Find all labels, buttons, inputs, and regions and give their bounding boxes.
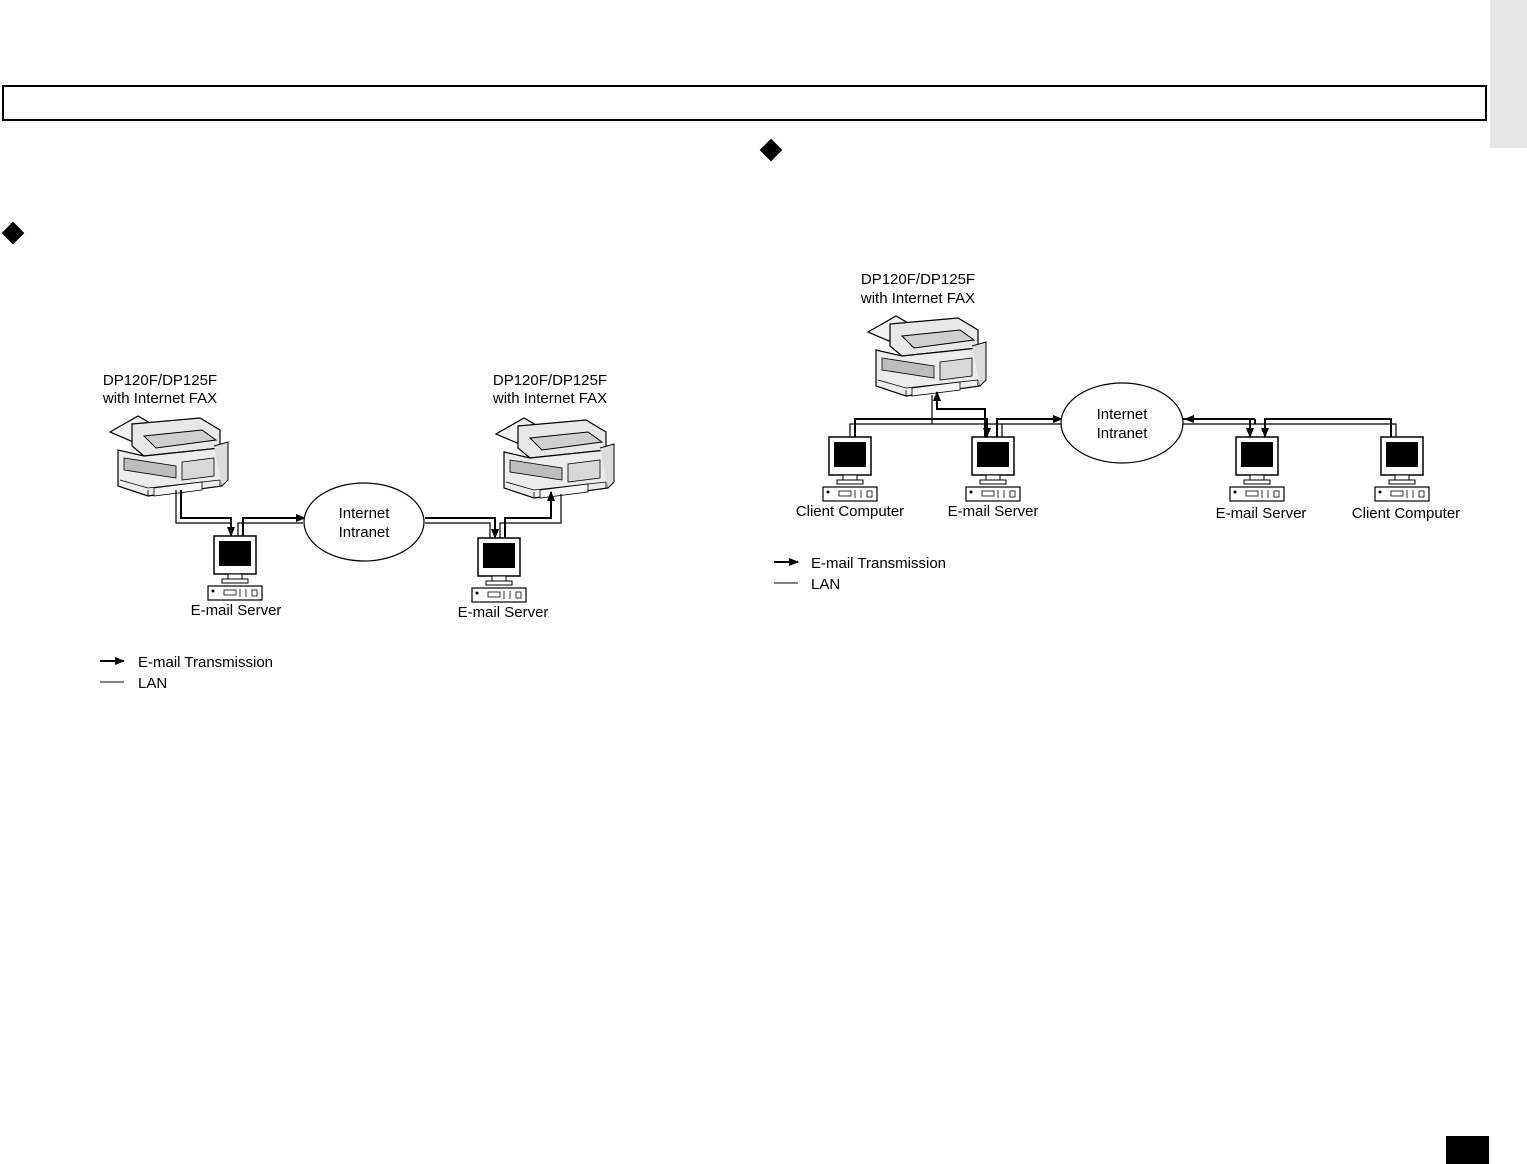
legend-lan-label: LAN (811, 576, 840, 593)
transmission-arrow (933, 391, 986, 437)
fax-right-label: DP120F/DP125F (493, 372, 607, 389)
server-left-label: E-mail Server (948, 503, 1039, 520)
transmission-arrow (242, 514, 306, 536)
page-number-box (1446, 1136, 1489, 1164)
computer-icon (471, 537, 527, 603)
server-right-label: E-mail Server (1216, 505, 1307, 522)
lan-line (1001, 423, 1062, 437)
legend-transmission-label: E-mail Transmission (811, 555, 946, 572)
fax-left-sublabel: with Internet FAX (102, 390, 217, 407)
cloud-label-line2: Intranet (339, 524, 391, 541)
fax-right-sublabel: with Internet FAX (492, 390, 607, 407)
computer-icon (965, 436, 1021, 502)
section-header-box (2, 85, 1487, 121)
fax-label: DP120F/DP125F (861, 271, 975, 288)
cloud-label-line1: Internet (339, 505, 391, 522)
legend-lan-label: LAN (138, 675, 167, 692)
fax-machine-icon (867, 315, 987, 397)
computer-icon (207, 535, 263, 601)
client-right-label: Client Computer (1352, 505, 1460, 522)
client-left-label: Client Computer (796, 503, 904, 520)
legend-transmission-label: E-mail Transmission (138, 654, 273, 671)
cloud-label-line2: Intranet (1097, 425, 1149, 442)
computer-icon (1374, 436, 1430, 502)
transmission-arrow (180, 490, 235, 537)
lan-line (849, 423, 1002, 437)
fax-machine-icon (109, 415, 229, 497)
lan-line (237, 522, 303, 536)
internet-cloud (303, 482, 425, 562)
lan-line (499, 494, 562, 538)
side-thumb-tab (1490, 0, 1527, 148)
transmission-arrow (1183, 418, 1254, 438)
computer-icon (1229, 436, 1285, 502)
lan-line (425, 522, 491, 538)
lan-line (175, 490, 232, 536)
left-network-diagram: DP120F/DP125F with Internet FAX DP120F/D… (100, 372, 615, 692)
transmission-arrow (425, 517, 499, 539)
server-right-label: E-mail Server (458, 604, 549, 621)
internet-cloud (1060, 382, 1184, 464)
fax-machine-icon (495, 417, 615, 499)
transmission-arrow (504, 491, 555, 538)
fax-left-label: DP120F/DP125F (103, 372, 217, 389)
lan-line (1183, 423, 1397, 437)
transmission-arrow (996, 415, 1063, 437)
right-network-diagram: DP120F/DP125F with Internet FAX Internet… (774, 271, 1460, 593)
server-left-label: E-mail Server (191, 602, 282, 619)
transmission-arrow (854, 418, 991, 438)
cloud-label-line1: Internet (1097, 406, 1149, 423)
transmission-arrow (1261, 418, 1392, 438)
computer-icon (822, 436, 878, 502)
fax-sublabel: with Internet FAX (860, 290, 975, 307)
